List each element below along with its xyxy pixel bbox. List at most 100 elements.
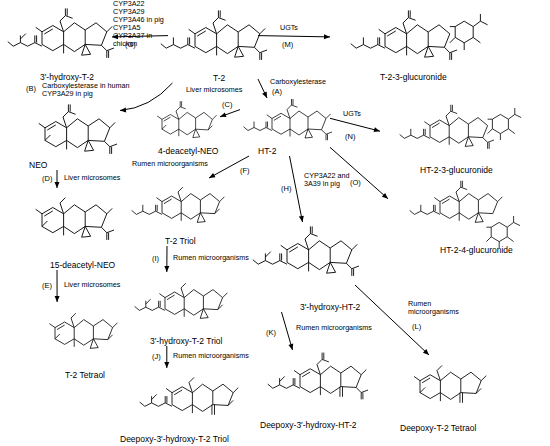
compound-node: T-2-3-glucuronide — [330, 0, 548, 82]
structure-part — [161, 37, 195, 48]
structure-part — [197, 213, 205, 223]
structure-part — [193, 129, 200, 137]
arrow-head — [220, 112, 226, 117]
structure-part — [63, 104, 76, 117]
compound-name: T-2 Triol — [165, 236, 196, 246]
enzyme-label: CYP3A22 and 3A39 in pig — [304, 172, 352, 188]
compound-node: T-2 — [168, 4, 258, 83]
structure-part — [152, 394, 157, 399]
arrow-head — [262, 92, 267, 98]
structure-part — [42, 221, 47, 226]
arrow-head — [288, 344, 293, 350]
structure-part — [213, 10, 226, 23]
structure-part — [60, 198, 65, 203]
reaction-arrow — [355, 285, 429, 355]
enzyme-label: Liver microsomes — [186, 86, 242, 94]
structure-part — [456, 181, 467, 192]
reaction-arrow — [258, 79, 267, 98]
enzyme-label: Rumen microorganisms — [296, 324, 372, 332]
structure-part — [223, 293, 228, 298]
structure-part — [156, 192, 219, 221]
reaction-arrow — [330, 118, 380, 132]
structure-part — [361, 370, 366, 375]
compound-node: HT-2 — [240, 98, 330, 156]
enzyme-label: CYP3A22 CYP3A29 CYP3A46 in pig CYP1A5 CY… — [113, 0, 171, 48]
structure-part — [322, 130, 333, 141]
enzyme-label: Carboxylesterase — [270, 78, 326, 86]
structure-part — [215, 209, 220, 214]
compound-name: 3'-hydroxy-T-2 — [40, 72, 94, 82]
reaction-letter: (D) — [42, 174, 52, 183]
structure-part — [71, 313, 76, 318]
structure-part — [228, 400, 233, 405]
reaction-letter: (N) — [345, 132, 355, 141]
structure-part — [8, 35, 42, 46]
structure-part — [476, 388, 481, 393]
reaction-letter: (F) — [240, 166, 250, 175]
reaction-letter: (E) — [42, 281, 52, 290]
enzyme-label: Rumen microorganisms — [173, 352, 249, 360]
structure — [351, 10, 488, 60]
structure-part — [107, 26, 112, 31]
structure-part — [352, 244, 357, 249]
compound-node: 3'-hydroxy-T-2 — [0, 0, 112, 82]
structure-part — [260, 28, 265, 33]
reaction-letter: (A) — [272, 87, 282, 96]
reaction-letter: (B) — [26, 84, 36, 93]
arrow-head — [55, 182, 60, 188]
arrow-head — [382, 193, 388, 199]
structure-part — [82, 44, 91, 55]
compound-node: Deepoxy-3'-hydroxy-HT-2 — [255, 350, 380, 430]
structure-part — [146, 299, 151, 304]
structure-part — [45, 135, 50, 140]
structure — [161, 10, 267, 60]
reaction-letter: (K) — [266, 328, 276, 337]
structure-part — [60, 8, 73, 21]
structure-part — [425, 46, 434, 57]
structure-part — [101, 45, 114, 58]
structure-part — [212, 405, 215, 415]
structure — [410, 181, 520, 248]
structure-part — [498, 197, 503, 202]
structure-part — [55, 334, 60, 339]
structure-part — [178, 187, 183, 192]
reaction-letter: (C) — [222, 100, 232, 109]
compound-node: T-2 Triol — [125, 178, 230, 246]
structure-part — [107, 208, 112, 213]
structure-part — [218, 305, 223, 310]
compound-name: T-2-3-glucuronide — [380, 72, 447, 82]
structure-part — [424, 116, 487, 145]
structure-part — [488, 108, 522, 140]
compound-name: 3'-hydroxy-HT-2 — [300, 302, 360, 312]
structure — [400, 105, 522, 149]
compound-node: HT-2-3-glucuronide — [380, 102, 548, 175]
structure-part — [400, 129, 430, 139]
compound-name: HT-2-3-glucuronide — [420, 165, 493, 175]
compound-name: Deepoxy-3'-hydroxy-HT-2 — [260, 420, 357, 430]
structure-part — [410, 205, 440, 215]
structure — [157, 101, 217, 137]
reaction-letter: (I) — [152, 254, 159, 263]
structure-part — [305, 129, 313, 138]
structure-part — [481, 376, 486, 381]
structure-part — [85, 140, 94, 151]
structure-part — [446, 105, 457, 116]
structure-part — [434, 192, 497, 221]
compound-node: 3'-hydroxy-HT-2 — [250, 222, 355, 312]
arrow-head — [164, 266, 169, 272]
arrow-head — [374, 127, 380, 132]
structure-part — [212, 115, 216, 119]
structure-part — [159, 288, 222, 317]
arrow-line — [282, 312, 293, 350]
arrow-line — [220, 110, 240, 117]
structure-part — [465, 137, 473, 147]
structure-part — [36, 203, 107, 235]
structure — [268, 353, 368, 400]
structure-part — [162, 125, 166, 129]
structure-part — [351, 37, 385, 48]
structure-part — [101, 227, 114, 240]
arrow-head — [120, 108, 126, 113]
compound-node: Deepoxy-3'-hydroxy-T-2 Triol — [108, 368, 248, 444]
compound-name: 15-deacetyl-NEO — [50, 260, 115, 270]
